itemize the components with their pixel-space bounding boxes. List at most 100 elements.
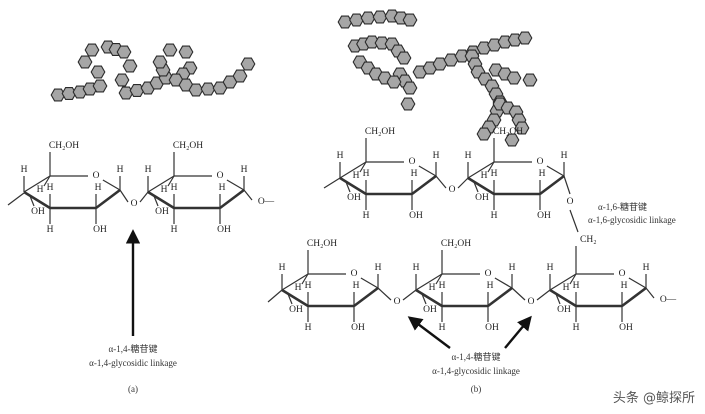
glucose-unit-hexagon [522, 73, 538, 87]
hydrogen-label: H [95, 183, 102, 193]
hydrogen-label: H [621, 281, 628, 291]
panel-b-linkage-cn: α-1,4-糖苷键 [452, 351, 501, 362]
glucose-unit-hexagon [514, 121, 530, 135]
branch-oxygen: O [567, 197, 574, 207]
glucose-unit-hexagon [118, 86, 134, 100]
glucose-unit-hexagon [396, 51, 412, 65]
hydrogen-label: H [279, 263, 286, 273]
hydrogen-label: H [481, 171, 488, 181]
glucose-unit-hexagon [386, 75, 402, 89]
amylopectin-hexagon-tree [337, 9, 538, 147]
ch2oh-label: CH₂OH [173, 141, 203, 151]
hydrogen-label: H [643, 263, 650, 273]
hydrogen-label: H [491, 211, 498, 221]
panel-b-branch-cn: α-1,6-糖苷键 [598, 201, 647, 212]
hydrogen-label: H [363, 211, 370, 221]
glucose-unit-hexagon [517, 31, 533, 45]
hydrogen-label: H [509, 263, 516, 273]
glucose-unit-hexagon [504, 133, 520, 147]
panel-b-branch-en: α-1,6-glycosidic linkage [588, 215, 676, 225]
glucose-unit-hexagon [443, 53, 459, 67]
hydrogen-label: H [241, 165, 248, 175]
ch2oh-label: CH₂OH [307, 239, 337, 249]
hydrogen-label: H [491, 169, 498, 179]
glucose-unit-hexagon [374, 36, 390, 50]
hydrogen-label: H [145, 165, 152, 175]
glucose-unit-hexagon [454, 49, 470, 63]
hydrogen-label: H [305, 323, 312, 333]
ch2oh-label: CH₂OH [441, 239, 471, 249]
glucose-unit-hexagon [152, 55, 168, 69]
glycosidic-oxygen: O [528, 297, 535, 307]
hydroxyl-label: OH [475, 193, 489, 203]
hydroxyl-label: OH [93, 225, 107, 235]
hydrogen-label: H [439, 281, 446, 291]
hydrogen-label: H [47, 225, 54, 235]
glucose-unit-hexagon [92, 79, 108, 93]
glucose-unit-hexagon [506, 71, 522, 85]
panel-b-linkage-arrow-left [407, 316, 451, 349]
ring-oxygen: O [409, 157, 416, 167]
glycosidic-oxygen: O [394, 297, 401, 307]
glucose-unit-hexagon [90, 65, 106, 79]
glucose-unit-hexagon [129, 84, 145, 97]
hydrogen-label: H [413, 263, 420, 273]
hydroxyl-label: OH [217, 225, 231, 235]
watermark: 头条 @鲸探所 [612, 391, 695, 406]
hydroxyl-label: OH [351, 323, 365, 333]
glucose-unit-hexagon [400, 97, 416, 111]
glucose-unit-hexagon [200, 82, 216, 96]
hydrogen-label: H [561, 151, 568, 161]
glucose-unit-hexagon [162, 43, 178, 57]
glucose-unit-hexagon [402, 81, 418, 95]
hydrogen-label: H [439, 323, 446, 333]
glucose-unit-hexagon [84, 43, 100, 57]
hydrogen-label: H [573, 323, 580, 333]
ch2oh-label: CH₂OH [493, 127, 523, 137]
glucose-unit-hexagon [232, 69, 248, 83]
hydroxyl-label: OH [409, 211, 423, 221]
hydroxyl-label: OH [289, 305, 303, 315]
hydrogen-label: H [21, 165, 28, 175]
glucose-unit-hexagon [116, 45, 132, 59]
hydroxyl-label: OH [423, 305, 437, 315]
linkage-arrows [125, 229, 532, 349]
glucose-unit-hexagon [122, 59, 138, 73]
glucose-unit-hexagon [240, 57, 256, 71]
panel-b-linkage-arrow-right [504, 315, 532, 349]
ring-oxygen: O [351, 269, 358, 279]
hydrogen-label: H [547, 263, 554, 273]
hydroxyl-label: OH [485, 323, 499, 333]
hydrogen-label: H [539, 169, 546, 179]
panel-a-linkage-en: α-1,4-glycosidic linkage [89, 358, 177, 368]
hydrogen-label: H [47, 183, 54, 193]
glucose-unit-hexagon [432, 57, 448, 71]
ring-oxygen: O [93, 171, 100, 181]
glucose-unit-hexagon [114, 73, 130, 87]
hydrogen-label: H [429, 283, 436, 293]
glucose-unit-hexagon [360, 11, 376, 25]
ring-oxygen: O [217, 171, 224, 181]
hydrogen-label: H [171, 183, 178, 193]
hydrogen-label: H [171, 225, 178, 235]
glucose-unit-hexagon [50, 88, 66, 102]
glucose-unit-hexagon [337, 15, 353, 29]
hydrogen-label: H [37, 185, 44, 195]
hydrogen-label: H [353, 171, 360, 181]
hydroxyl-label: OH [31, 207, 45, 217]
terminal-oxygen: O— [258, 197, 275, 207]
panel-b-linkage-en: α-1,4-glycosidic linkage [432, 366, 520, 376]
hydrogen-label: H [295, 283, 302, 293]
panel-a-label: (a) [128, 384, 138, 394]
glucose-unit-hexagon [77, 55, 93, 69]
glycosidic-oxygen: O [131, 199, 138, 209]
hydroxyl-label: OH [557, 305, 571, 315]
hydrogen-label: H [353, 281, 360, 291]
ring-oxygen: O [485, 269, 492, 279]
ring-oxygen: O [537, 157, 544, 167]
glucose-unit-hexagon [476, 127, 492, 141]
hydrogen-label: H [487, 281, 494, 291]
ch2oh-label: CH₂OH [365, 127, 395, 137]
panel-b-label: (b) [471, 384, 482, 394]
